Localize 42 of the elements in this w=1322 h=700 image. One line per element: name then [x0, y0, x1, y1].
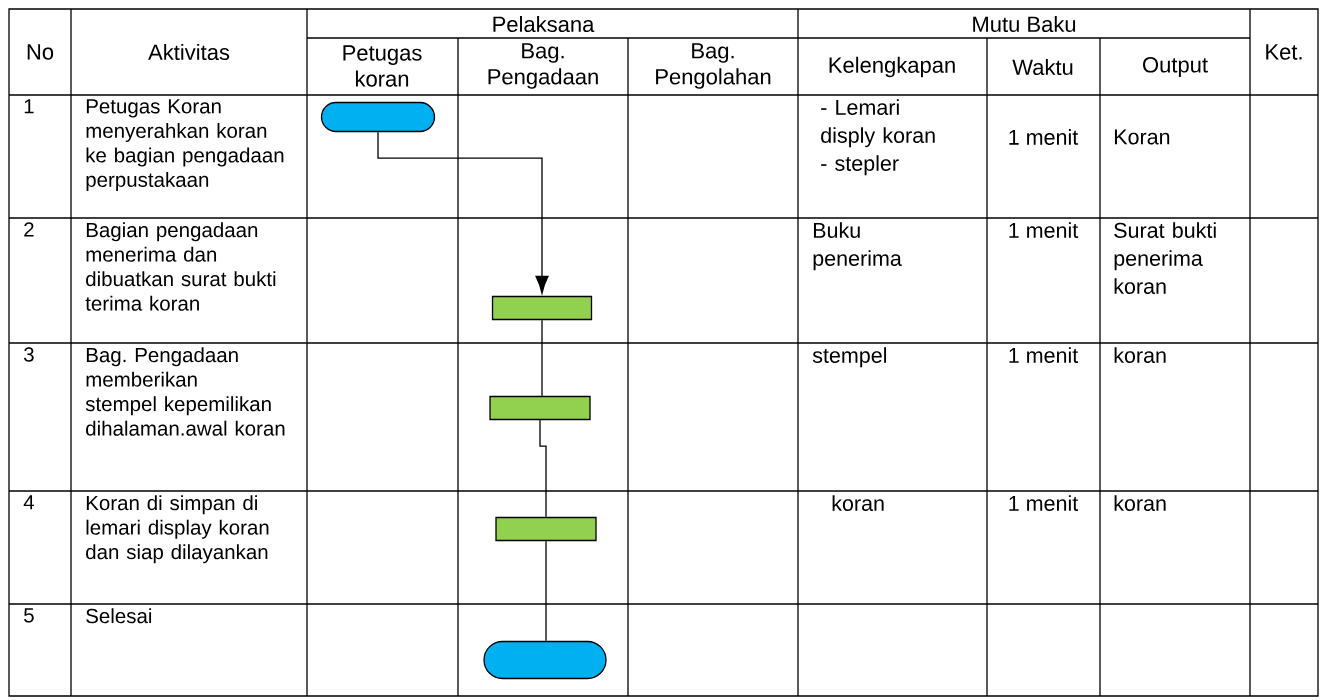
row-number: 2: [24, 222, 34, 237]
terminal-shape: [483, 640, 607, 680]
column-header: Pelaksana: [493, 15, 595, 33]
column-header: Bag. Pengadaan: [488, 43, 598, 89]
column-header: Bag. Pengolahan: [656, 43, 771, 89]
column-header: Kelengkapan: [829, 56, 955, 78]
activity-text: Koran di simpan di lemari display koran dan siap dilayankan: [86, 495, 269, 564]
row-number: 1: [24, 99, 34, 114]
column-header: Ket.: [1266, 44, 1302, 60]
column-header: No: [27, 44, 54, 60]
standard-text: 1 menit: [1009, 129, 1079, 145]
standard-text: Buku penerima: [813, 222, 902, 271]
standard-text: Surat bukti penerima koran: [1114, 222, 1216, 294]
standard-text: 1 menit: [1009, 347, 1079, 363]
standard-text: koran: [832, 495, 884, 511]
row-number: 3: [24, 347, 34, 362]
standard-text: koran: [1114, 347, 1166, 363]
activity-text: Petugas Koran menyerahkan koran ke bagian pengadaan perpustakaan: [86, 99, 284, 192]
connector-line: [545, 540, 547, 642]
connector-line: [541, 319, 543, 397]
column-header: Mutu Baku: [973, 15, 1076, 33]
row-number: 4: [23, 495, 34, 510]
row-number: 5: [24, 608, 34, 623]
standard-text: koran: [1114, 495, 1166, 511]
column-header: Aktivitas: [148, 43, 230, 61]
standard-text: 1 menit: [1009, 222, 1079, 238]
arrow: [377, 131, 549, 294]
connector-line: [539, 419, 547, 518]
standard-text: 1 menit: [1009, 495, 1079, 511]
standard-text: Koran: [1114, 129, 1170, 145]
activity-text: Bagian pengadaan menerima dan dibuatkan surat bukti terima koran: [85, 222, 276, 311]
list-item: - Lemari disply koran: [821, 99, 935, 148]
activity-text: Selesai: [86, 608, 152, 624]
terminal-shape: [320, 101, 436, 133]
column-header: Waktu: [1012, 58, 1073, 76]
activity-text: Bag. Pengadaan memberikan stempel kepemilikan dihalaman.awal koran: [85, 347, 285, 436]
column-header: Output: [1143, 57, 1208, 77]
process-box: [491, 295, 593, 321]
process-box: [489, 395, 591, 421]
list-item: - stepler: [821, 155, 899, 176]
process-box: [495, 516, 597, 542]
standard-text: stempel: [812, 347, 887, 368]
